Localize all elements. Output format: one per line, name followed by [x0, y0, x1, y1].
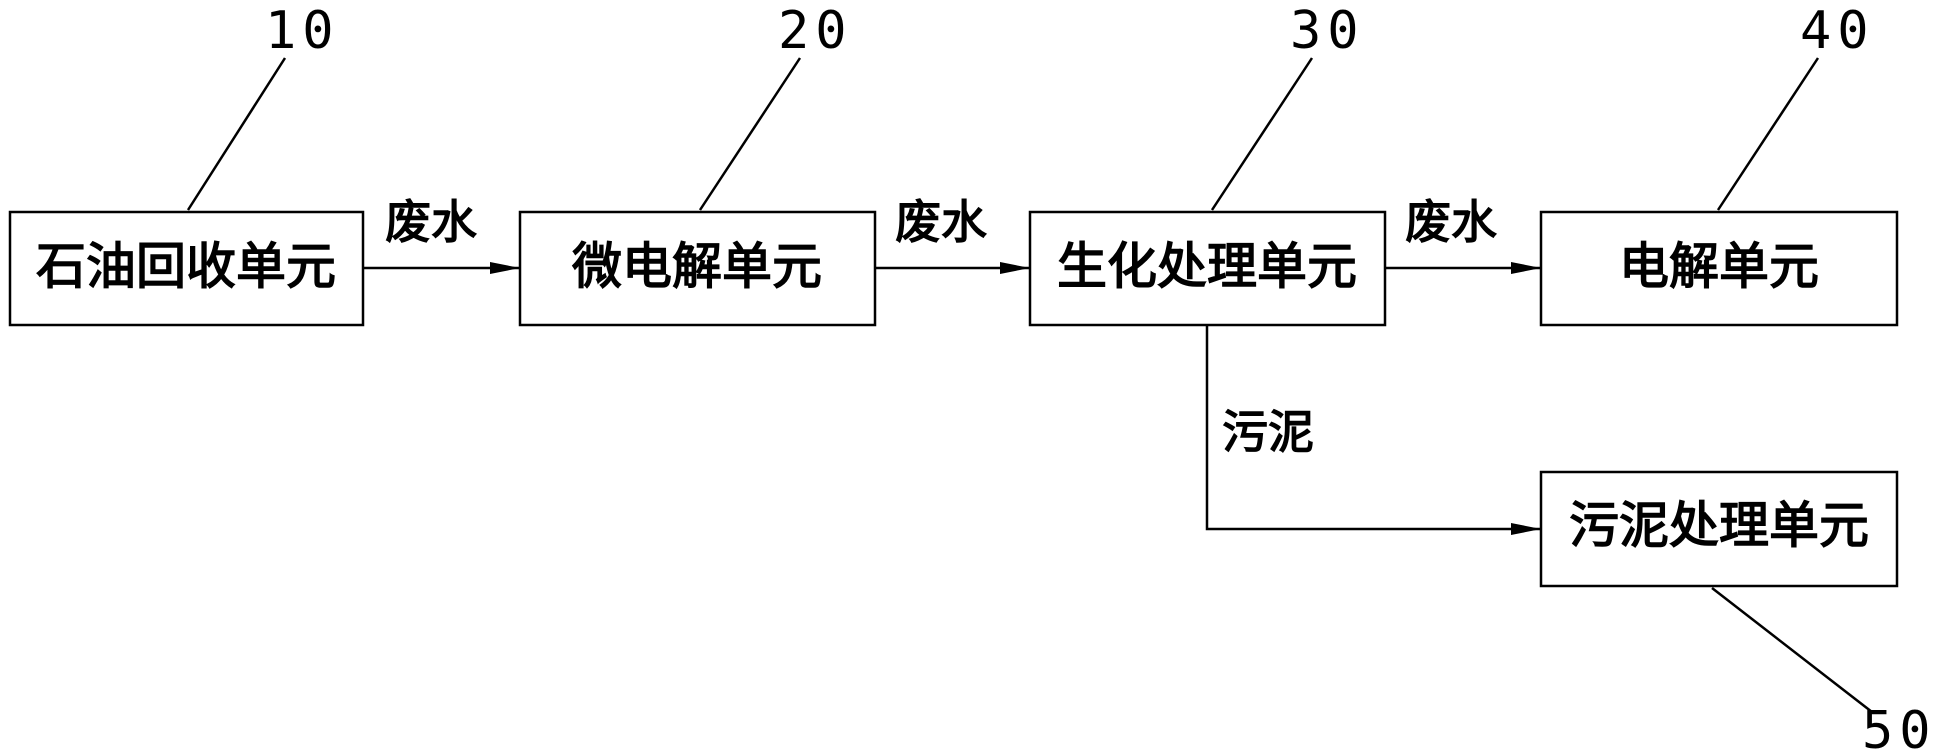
ref-number-10: 10 — [265, 1, 340, 61]
electrolysis-unit-label: 电解单元 — [1619, 238, 1819, 296]
ref-number-20: 20 — [778, 1, 853, 61]
flow-label-wastewater-1: 废水 — [385, 195, 478, 249]
micro-electrolysis-unit-label: 微电解单元 — [571, 238, 822, 296]
flow-label-sludge: 污泥 — [1222, 405, 1314, 459]
micro-electrolysis-unit-box — [518, 210, 877, 327]
biochemical-treatment-unit-label: 生化处理单元 — [1057, 238, 1357, 296]
leader-line-10 — [186, 57, 287, 211]
arrow-bio-to-sludge — [1205, 325, 1541, 535]
ref-number-50: 50 — [1862, 701, 1937, 754]
oil-recovery-unit-box — [8, 210, 365, 327]
sludge-treatment-unit-box — [1539, 470, 1899, 588]
oil-recovery-unit-label: 石油回收单元 — [36, 238, 336, 296]
electrolysis-unit-box — [1539, 210, 1899, 327]
biochemical-treatment-unit-box — [1028, 210, 1387, 327]
leader-line-50 — [1711, 587, 1873, 713]
leader-line-20 — [698, 57, 802, 211]
ref-number-30: 30 — [1290, 1, 1365, 61]
flow-label-wastewater-3: 废水 — [1405, 195, 1498, 249]
leader-line-40 — [1716, 57, 1820, 211]
sludge-treatment-unit-label: 污泥处理单元 — [1569, 497, 1869, 555]
leader-line-30 — [1210, 57, 1314, 211]
flow-label-wastewater-2: 废水 — [895, 195, 988, 249]
ref-number-40: 40 — [1800, 1, 1875, 61]
